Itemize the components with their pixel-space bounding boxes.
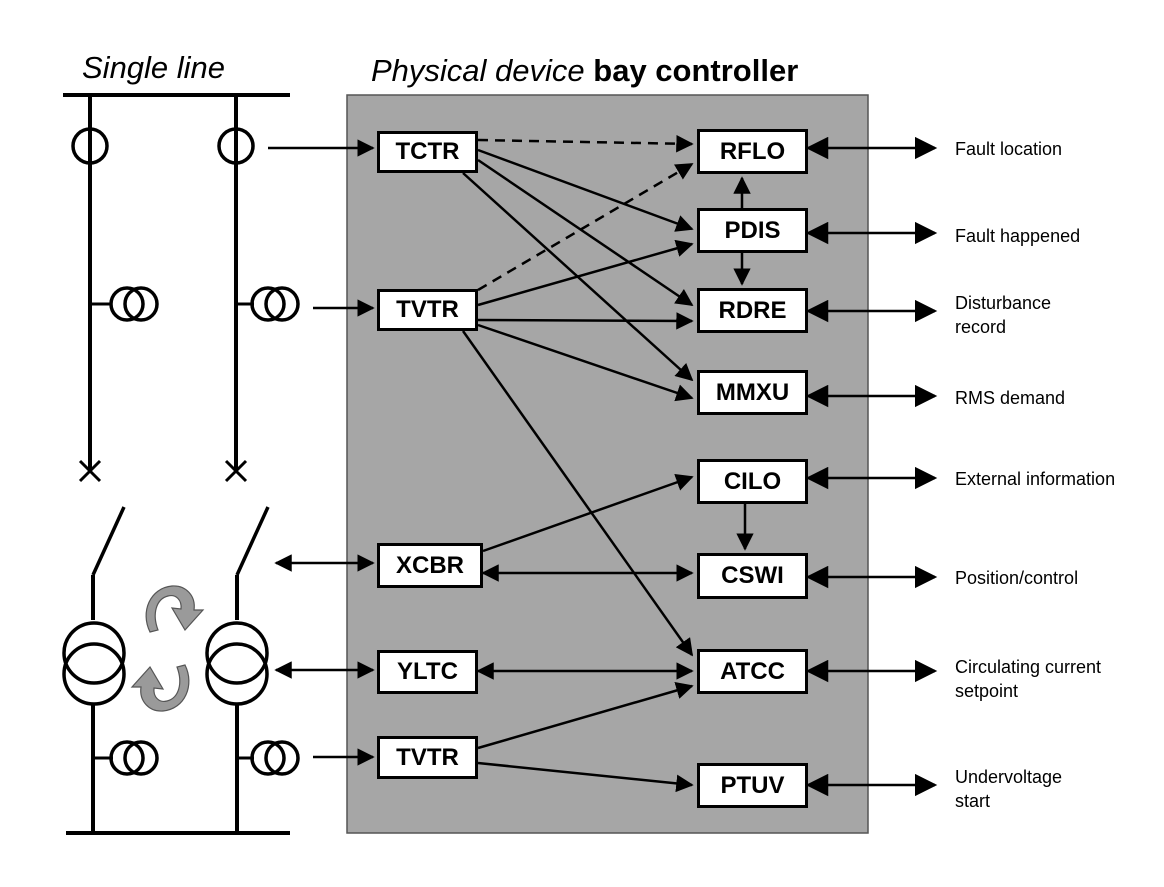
node-tvtr-lower: TVTR	[377, 736, 478, 779]
edge-tvtr-atcc	[461, 330, 694, 657]
right-lower-voltage-transformer-b	[264, 740, 300, 776]
node-mmxu: MMXU	[697, 370, 808, 415]
output-label-rms-demand: RMS demand	[955, 388, 1066, 408]
left-voltage-transformer-b	[123, 286, 159, 322]
edge-xcbr-cilo	[482, 474, 694, 553]
edge-tvtr-mmxu	[477, 323, 694, 402]
right-breaker-blade	[235, 506, 270, 576]
node-ptuv: PTUV	[697, 763, 808, 808]
single-line-diagram	[62, 93, 300, 835]
output-label-external-information: External information	[955, 469, 1116, 489]
rotation-arrows-icon	[130, 585, 205, 712]
left-power-transformer-b	[62, 642, 126, 706]
edge-tctr-pdis	[477, 148, 694, 232]
left-current-transformer	[71, 127, 109, 165]
left-lower-voltage-transformer-a	[109, 740, 145, 776]
output-label-fault-location: Fault location	[955, 139, 1063, 159]
left-voltage-transformer-a	[109, 286, 145, 322]
right-lower-voltage-transformer-a	[250, 740, 286, 776]
bay-controller-title: Physical device bay controller	[371, 53, 799, 88]
node-rflo: RFLO	[697, 129, 808, 174]
right-power-transformer-b	[205, 642, 269, 706]
edge-tvtr-lower-ptuv	[477, 761, 694, 793]
right-current-transformer	[217, 127, 255, 165]
right-voltage-transformer-a	[250, 286, 286, 322]
edge-tvtr-rdre	[477, 312, 694, 330]
edge-tvtr-rflo	[477, 162, 694, 292]
right-power-transformer-a	[205, 621, 269, 685]
left-power-transformer-a	[62, 621, 126, 685]
node-tctr: TCTR	[377, 131, 478, 173]
edge-tvtr-lower-atcc	[477, 681, 694, 750]
node-cilo: CILO	[697, 459, 808, 504]
node-xcbr: XCBR	[377, 543, 483, 588]
node-pdis: PDIS	[697, 208, 808, 253]
right-voltage-transformer-b	[264, 286, 300, 322]
node-yltc: YLTC	[377, 650, 478, 694]
edge-tvtr-pdis	[477, 239, 694, 307]
node-tvtr-upper: TVTR	[377, 289, 478, 331]
left-lower-voltage-transformer-b	[123, 740, 159, 776]
single-line-title: Single line	[82, 50, 226, 85]
node-cswi: CSWI	[697, 553, 808, 599]
edge-tctr-rdre	[477, 158, 694, 307]
output-label-fault-happened: Fault happened	[955, 226, 1081, 246]
edge-tctr-rflo	[477, 134, 694, 153]
output-label-position-control: Position/control	[955, 568, 1079, 588]
node-atcc: ATCC	[697, 649, 808, 694]
node-rdre: RDRE	[697, 288, 808, 333]
left-breaker-blade	[91, 506, 126, 576]
